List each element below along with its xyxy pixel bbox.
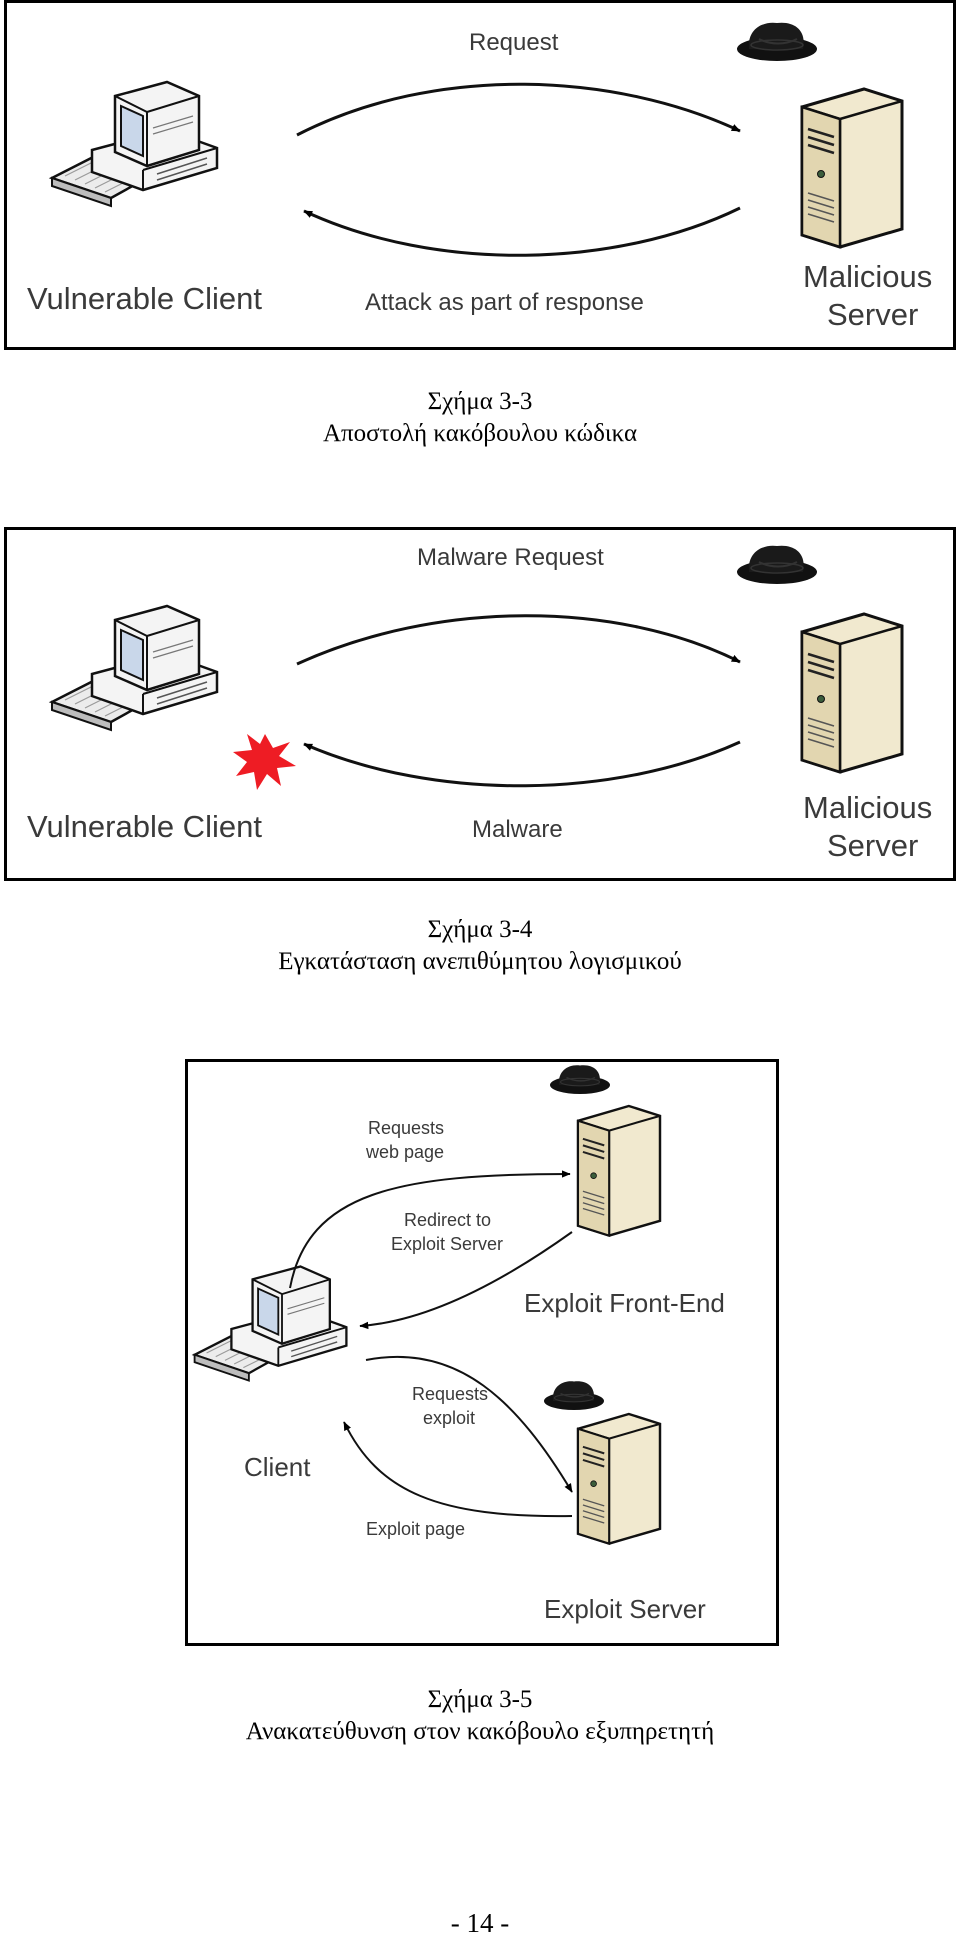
malicious-server-icon — [800, 612, 904, 774]
black-hat-icon — [549, 1064, 611, 1095]
black-hat-icon — [543, 1380, 605, 1411]
requests-exploit-label-line1: Requests — [412, 1384, 489, 1404]
malware-request-arrow — [296, 614, 741, 666]
exploit-front-end-server-icon — [576, 1104, 662, 1237]
client-label: Client — [244, 1452, 311, 1482]
server-label-line2: Server — [827, 828, 919, 863]
exploit-server-label: Exploit Server — [544, 1594, 706, 1624]
figure-caption-title: Ανακατεύθυνση στον κακόβουλο εξυπηρετητή — [245, 1718, 715, 1745]
figure-malware-installation: Malware Request Malware Vulnerable Clien… — [4, 527, 956, 881]
server-label-line1: Malicious — [803, 790, 933, 825]
malicious-server-icon — [800, 87, 904, 249]
request-label: Request — [469, 29, 559, 56]
client-label: Vulnerable Client — [27, 809, 262, 844]
diagram-canvas — [50, 21, 904, 257]
redirect-arrow — [359, 1231, 573, 1330]
infection-burst-icon — [233, 734, 296, 790]
exploit-server-icon — [576, 1412, 662, 1545]
server-label-line1: Malicious — [803, 259, 933, 294]
vulnerable-client-computer-icon — [50, 80, 219, 208]
malware-label: Malware — [472, 816, 563, 843]
requests-web-label-line1: Requests — [368, 1118, 445, 1138]
figure-caption-title: Εγκατάσταση ανεπιθύμητου λογισμικού — [278, 948, 682, 975]
vulnerable-client-computer-icon — [50, 604, 219, 732]
figure-exploit-redirect: Requests web page Redirect to Exploit Se… — [185, 1059, 779, 1646]
client-label: Vulnerable Client — [27, 281, 262, 316]
black-hat-icon — [736, 21, 818, 62]
requests-web-page-arrow — [289, 1170, 571, 1289]
malware-request-label: Malware Request — [417, 544, 604, 571]
malware-arrow — [303, 740, 741, 788]
exploit-front-end-label: Exploit Front-End — [524, 1288, 725, 1318]
redirect-label-line1: Redirect to — [404, 1210, 492, 1230]
client-computer-icon — [193, 1265, 348, 1382]
figure-caption-number: Σχήμα 3-3 — [427, 388, 533, 415]
requests-web-label-line2: web page — [366, 1142, 445, 1162]
requests-exploit-arrow — [365, 1355, 573, 1493]
exploit-page-arrow — [343, 1421, 573, 1518]
request-arrow — [296, 82, 741, 137]
response-label: Attack as part of response — [365, 289, 644, 316]
black-hat-icon — [736, 544, 818, 585]
requests-exploit-label-line2: exploit — [423, 1408, 476, 1428]
figure-caption-title: Αποστολή κακόβουλου κώδικα — [322, 420, 638, 447]
figure-caption-number: Σχήμα 3-5 — [427, 1686, 533, 1713]
figure-caption-number: Σχήμα 3-4 — [427, 916, 533, 943]
figure-malicious-code-delivery: Request Attack as part of response Vulne… — [4, 0, 956, 350]
redirect-label-line2: Exploit Server — [391, 1234, 504, 1254]
diagram-canvas — [50, 544, 904, 790]
server-label-line2: Server — [827, 297, 919, 332]
diagram-canvas — [193, 1064, 662, 1545]
exploit-page-label: Exploit page — [366, 1519, 466, 1539]
response-arrow — [303, 206, 741, 257]
page-number: - 14 - — [450, 1908, 510, 1938]
